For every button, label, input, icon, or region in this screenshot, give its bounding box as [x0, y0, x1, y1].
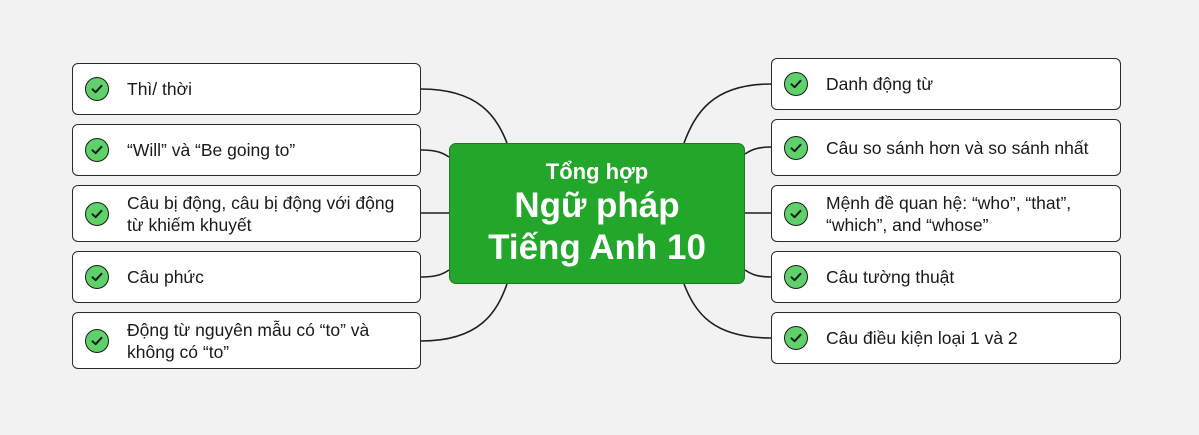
topic-box-cau-dieu-kien: Câu điều kiện loại 1 và 2 — [771, 312, 1121, 364]
connector-line — [420, 88, 508, 144]
connector-line — [744, 146, 772, 155]
topic-box-danh-dong-tu: Danh động từ — [771, 58, 1121, 110]
connector-line — [420, 269, 450, 278]
connector-line — [683, 83, 772, 144]
topic-box-cau-tuong-thuat: Câu tường thuật — [771, 251, 1121, 303]
topic-label: Câu điều kiện loại 1 và 2 — [826, 328, 1018, 348]
topic-label: Mệnh đề quan hệ: “who”, “that”, “which”,… — [826, 192, 1072, 235]
connector-line — [744, 269, 772, 278]
connector-line — [683, 283, 772, 339]
check-circle-icon — [85, 328, 109, 353]
check-circle-icon — [784, 201, 808, 226]
check-circle-icon — [784, 326, 808, 350]
check-circle-icon — [85, 77, 109, 101]
topic-label: Thì/ thời — [127, 79, 192, 99]
topic-box-menh-de-quan-he: Mệnh đề quan hệ: “who”, “that”, “which”,… — [771, 185, 1121, 242]
topic-label: Câu bị động, câu bị động với động từ khi… — [127, 192, 395, 235]
topic-label: Danh động từ — [826, 74, 934, 94]
check-circle-icon — [85, 265, 109, 289]
topic-label: Câu so sánh hơn và so sánh nhất — [826, 137, 1089, 158]
topic-box-cau-phuc: Câu phức — [72, 251, 421, 303]
topic-label: Câu tường thuật — [826, 267, 955, 287]
check-circle-icon — [784, 265, 808, 289]
topic-box-cau-bi-dong: Câu bị động, câu bị động với động từ khi… — [72, 185, 421, 242]
topic-box-cau-so-sanh: Câu so sánh hơn và so sánh nhất — [771, 119, 1121, 176]
topic-box-will-be-going-to: “Will” và “Be going to” — [72, 124, 421, 176]
central-topic: Tổng hợp Ngữ pháp Tiếng Anh 10 — [449, 143, 745, 284]
central-topic-subtitle: Tổng hợp — [545, 158, 649, 184]
check-circle-icon — [85, 138, 109, 162]
central-topic-title-line1: Ngữ pháp — [514, 185, 680, 225]
topic-label: “Will” và “Be going to” — [127, 140, 296, 160]
connector-line — [420, 283, 508, 342]
topic-label: Động từ nguyên mẫu có “to” và không có “… — [127, 319, 370, 362]
topic-label: Câu phức — [127, 267, 204, 287]
central-topic-title-line2: Tiếng Anh 10 — [488, 227, 706, 267]
topic-box-thi-thoi: Thì/ thời — [72, 63, 421, 115]
connector-line — [420, 149, 450, 158]
topic-box-dong-tu-nguyen-mau: Động từ nguyên mẫu có “to” và không có “… — [72, 312, 421, 369]
check-circle-icon — [85, 201, 109, 226]
check-circle-icon — [784, 135, 808, 160]
check-circle-icon — [784, 72, 808, 96]
